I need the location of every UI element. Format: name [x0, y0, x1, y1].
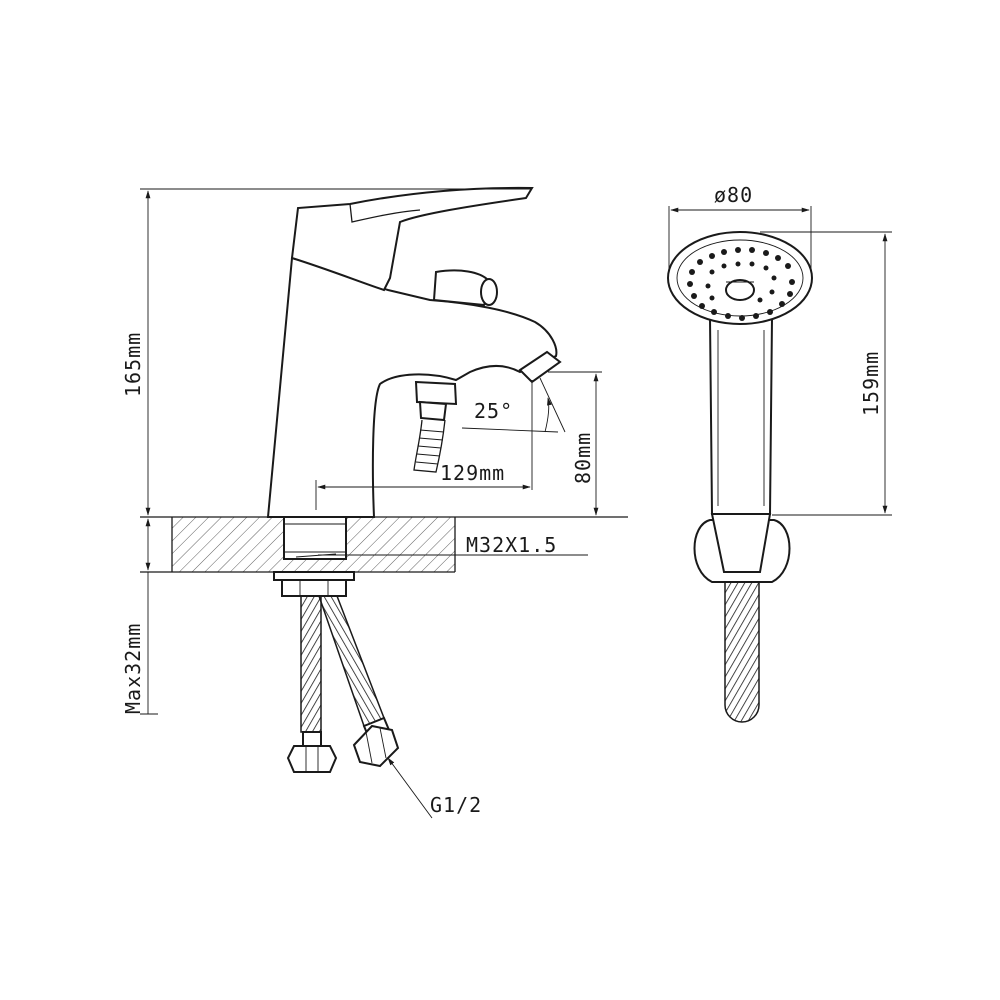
hand-shower — [667, 206, 892, 723]
label-shower-diameter: ø80 — [714, 183, 753, 207]
label-max-thickness: Max32mm — [121, 623, 145, 714]
dimension-spout-reach — [315, 380, 533, 510]
label-thread: M32X1.5 — [466, 533, 557, 557]
label-connection: G1/2 — [430, 793, 482, 817]
label-shower-length: 159mm — [859, 351, 883, 416]
label-spout-reach: 129mm — [440, 461, 505, 485]
dimension-height — [140, 188, 532, 516]
hex-nut-right — [352, 724, 400, 768]
label-spout-angle: 25° — [474, 399, 513, 423]
shower-outlet-hose — [413, 419, 446, 473]
shower-nozzles — [687, 247, 795, 321]
mixer-body — [266, 186, 562, 597]
leader-connection — [387, 757, 433, 819]
hex-nut-left — [286, 745, 338, 773]
dimension-spout-angle — [461, 377, 566, 433]
label-height-total: 165mm — [121, 332, 145, 397]
dimension-spout-height — [548, 371, 602, 516]
label-spout-height: 80mm — [571, 432, 595, 484]
dimension-max-thickness — [140, 518, 158, 715]
supply-hoses — [286, 595, 400, 773]
